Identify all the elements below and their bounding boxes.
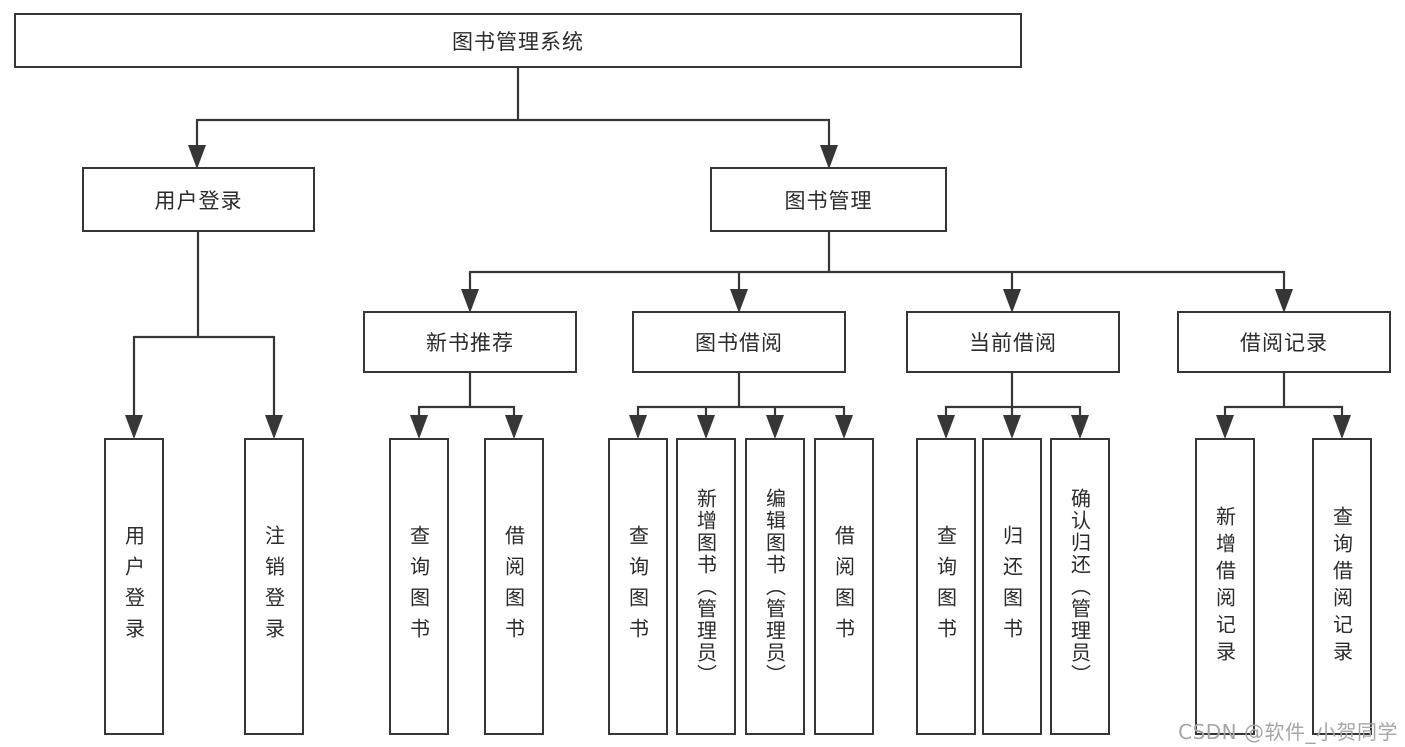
leaf-borrow-books: 借阅图书 [814,438,874,735]
node-label: 图书管理系统 [452,29,584,54]
connector-borrow-records-children [1216,373,1351,439]
node-label: 当前借阅 [969,331,1057,355]
connector-current-borrow-children [937,373,1089,439]
node-borrow-records: 借阅记录 [1177,311,1391,373]
node-label: 确认归还（管理员） [1067,487,1092,686]
leaf-query-borrow-record: 查询借阅记录 [1312,438,1372,735]
node-label: 归还图书 [999,524,1024,649]
node-current-borrow: 当前借阅 [906,311,1120,373]
node-label: 借阅图书 [831,524,856,649]
connector-root-to-level2 [188,68,838,169]
leaf-edit-books-admin: 编辑图书（管理员） [745,438,805,735]
node-label: 图书借阅 [695,331,783,355]
node-user-login: 用户登录 [82,167,315,232]
node-label: 查询图书 [406,524,431,649]
node-label: 借阅图书 [501,524,526,649]
leaf-return-books: 归还图书 [982,438,1042,735]
leaf-logout: 注销登录 [244,438,304,735]
node-book-management: 图书管理 [710,167,947,232]
leaf-borrow-books-recommend: 借阅图书 [484,438,544,735]
leaf-query-books-current: 查询图书 [916,438,976,735]
node-label: 查询图书 [933,524,958,649]
node-label: 借阅记录 [1240,331,1328,355]
leaf-user-login: 用户登录 [104,438,164,735]
leaf-add-books-admin: 新增图书（管理员） [676,438,736,735]
connector-new-book-recommend-children [410,373,523,439]
connector-book-mgmt-to-level3 [461,232,1293,313]
node-new-book-recommend: 新书推荐 [363,311,577,373]
node-label: 查询图书 [625,524,650,649]
leaf-query-books-borrow: 查询图书 [608,438,668,735]
node-library-management-system: 图书管理系统 [14,13,1022,68]
node-label: 用户登录 [154,188,243,213]
connector-user-login-to-children [125,232,283,439]
node-label: 图书管理 [784,188,873,213]
leaf-confirm-return-admin: 确认归还（管理员） [1050,438,1110,735]
node-label: 查询借阅记录 [1329,505,1354,668]
node-label: 编辑图书（管理员） [762,487,787,686]
node-label: 新增图书（管理员） [693,487,718,686]
watermark: CSDN @软件_小贺同学 [1178,720,1398,744]
leaf-query-books-recommend: 查询图书 [389,438,449,735]
node-label: 注销登录 [261,524,286,649]
node-label: 用户登录 [121,524,146,649]
node-label: 新增借阅记录 [1212,505,1237,668]
node-book-borrow: 图书借阅 [632,311,846,373]
leaf-add-borrow-record: 新增借阅记录 [1195,438,1255,735]
node-label: 新书推荐 [426,331,514,355]
connector-book-borrow-children [629,373,853,439]
